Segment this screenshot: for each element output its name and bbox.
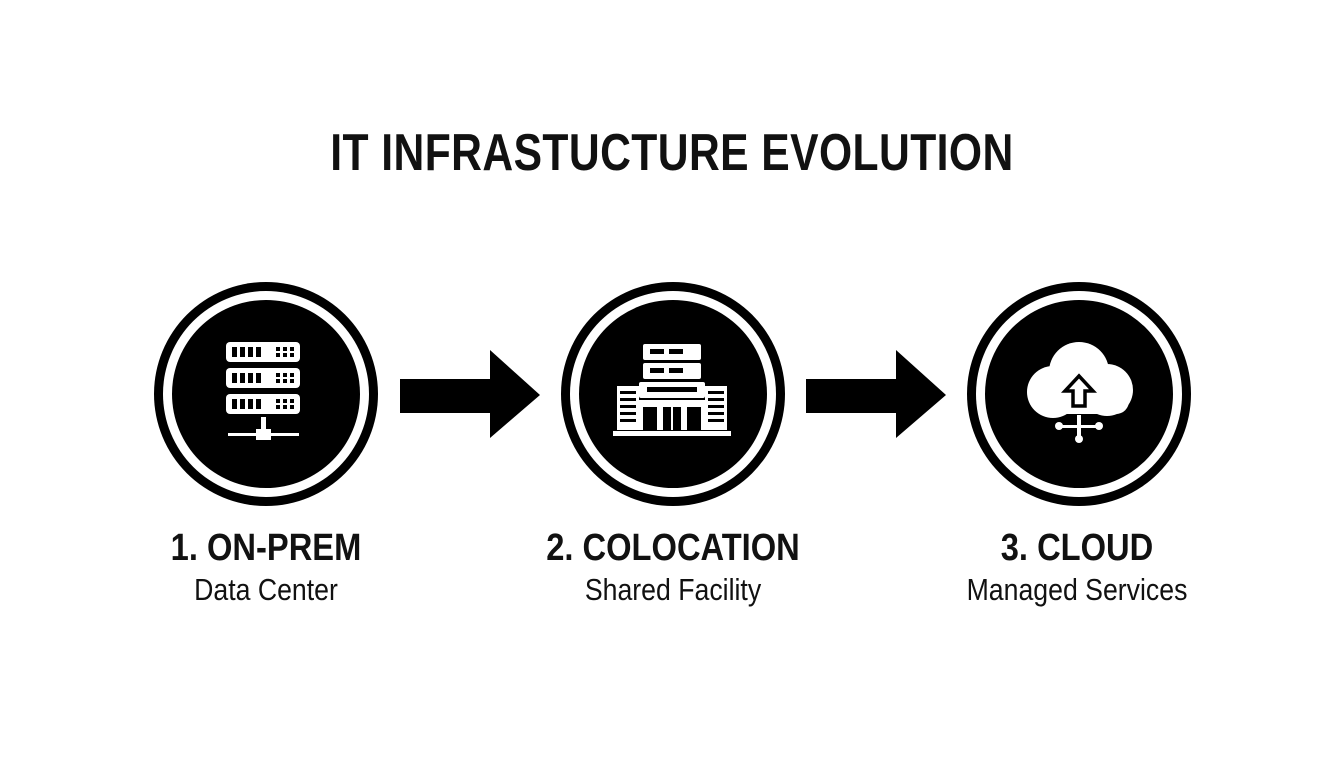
- server-rack-icon: [226, 342, 300, 440]
- stage-subtitle: Data Center: [194, 572, 338, 607]
- building-icon: [613, 344, 731, 436]
- stage-cloud: [961, 276, 1197, 512]
- stage-label-block: 3. CLOUD Managed Services: [917, 526, 1237, 610]
- stage-subtitle: Shared Facility: [584, 572, 762, 607]
- diagram-title: IT INFRASTUCTURE EVOLUTION: [330, 124, 1014, 182]
- stage-subtitle: Managed Services: [966, 572, 1188, 607]
- stage-title: 3. CLOUD: [1000, 527, 1154, 569]
- cloud-upload-icon: [1027, 342, 1133, 443]
- stage-label-block: 2. COLOCATION Shared Facility: [513, 526, 833, 610]
- stage-on-prem: [148, 276, 384, 512]
- arrow-right-icon: [400, 350, 540, 438]
- arrow-right-icon: [806, 350, 946, 438]
- stage-title: 2. COLOCATION: [546, 527, 800, 569]
- stage-title: 1. ON-PREM: [170, 527, 362, 569]
- stage-colocation: [555, 276, 791, 512]
- stage-label-block: 1. ON-PREM Data Center: [106, 526, 426, 610]
